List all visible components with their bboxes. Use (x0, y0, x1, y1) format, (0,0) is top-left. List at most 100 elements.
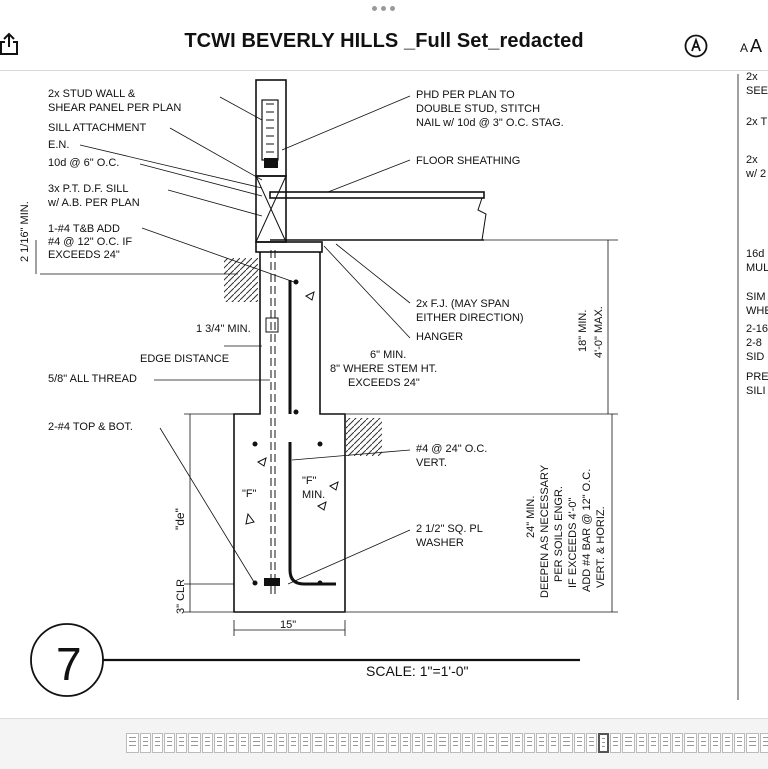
share-icon[interactable] (0, 32, 20, 56)
page-thumbnail[interactable] (202, 733, 213, 753)
page-thumbnail[interactable] (486, 733, 497, 753)
svg-text:EDGE DISTANCE: EDGE DISTANCE (140, 353, 229, 365)
svg-text:2x STUD WALL &: 2x STUD WALL & (48, 88, 136, 100)
svg-text:VERT. & HORIZ.: VERT. & HORIZ. (595, 506, 607, 588)
right-notes: PHD PER PLAN TO DOUBLE STUD, STITCH NAIL… (330, 89, 564, 549)
svg-text:2x: 2x (746, 71, 758, 83)
page-thumbnail[interactable] (512, 733, 523, 753)
text-size-small-a: A (740, 41, 748, 55)
stem-wall (233, 250, 346, 613)
page-thumbnail[interactable] (648, 733, 659, 753)
svg-text:2x F.J. (MAY SPAN: 2x F.J. (MAY SPAN (416, 298, 510, 310)
page-thumbnail[interactable] (560, 733, 573, 753)
dim-stem-2: 4'-0" MAX. (593, 306, 605, 358)
page-thumbnail[interactable] (388, 733, 399, 753)
page-thumbnail[interactable] (498, 733, 511, 753)
page-thumbnail[interactable] (362, 733, 373, 753)
svg-text:10d @ 6" O.C.: 10d @ 6" O.C. (48, 157, 119, 169)
svg-text:7: 7 (56, 638, 82, 690)
page-thumbnail[interactable] (350, 733, 361, 753)
page-thumbnail[interactable] (734, 733, 745, 753)
svg-text:24" MIN.: 24" MIN. (525, 496, 537, 538)
dim-f-left: "F" (242, 488, 257, 500)
svg-text:PER SOILS ENGR.: PER SOILS ENGR. (553, 486, 565, 582)
page-thumbnail[interactable] (474, 733, 485, 753)
svg-text:6" MIN.: 6" MIN. (370, 349, 406, 361)
page-thumbnail[interactable] (586, 733, 597, 753)
markup-pen-icon[interactable] (684, 34, 708, 58)
rim-joist (255, 175, 287, 243)
svg-text:SIM: SIM (746, 291, 766, 303)
page-thumbnail[interactable] (450, 733, 461, 753)
svg-text:WHE: WHE (746, 305, 768, 317)
svg-text:SEE: SEE (746, 85, 768, 97)
svg-text:EITHER DIRECTION): EITHER DIRECTION) (416, 312, 524, 324)
page-thumbnail[interactable] (462, 733, 473, 753)
page-thumbnail[interactable] (598, 733, 609, 753)
page-thumbnail[interactable] (610, 733, 621, 753)
page-thumbnail[interactable] (276, 733, 287, 753)
dim-de: "de" (173, 508, 187, 530)
page-thumbnail[interactable] (660, 733, 671, 753)
svg-text:PRE: PRE (746, 371, 768, 383)
svg-text:FLOOR SHEATHING: FLOOR SHEATHING (416, 155, 520, 167)
page-thumbnail[interactable] (238, 733, 249, 753)
svg-text:1-#4 T&B ADD: 1-#4 T&B ADD (48, 223, 120, 235)
window-grabber[interactable] (372, 6, 396, 12)
page-thumbnail[interactable] (574, 733, 585, 753)
svg-text:MUL: MUL (746, 262, 768, 274)
dim-clr: 3" CLR (175, 579, 187, 614)
page-thumbnail[interactable] (326, 733, 337, 753)
svg-text:HANGER: HANGER (416, 331, 463, 343)
svg-text:EXCEEDS 24": EXCEEDS 24" (348, 377, 420, 389)
page-thumbnail[interactable] (622, 733, 635, 753)
page-thumbnail[interactable] (524, 733, 535, 753)
page-thumbnail[interactable] (412, 733, 423, 753)
page-thumbnail[interactable] (536, 733, 547, 753)
dim-stem-1: 18" MIN. (577, 310, 589, 352)
sill-plate (255, 241, 323, 253)
page-thumbnail[interactable] (300, 733, 311, 753)
page-thumbnail[interactable] (698, 733, 709, 753)
page-thumbnail[interactable] (760, 733, 768, 753)
svg-text:2-8: 2-8 (746, 337, 762, 349)
page-thumbnail[interactable] (312, 733, 325, 753)
text-size-button[interactable]: A A (740, 34, 768, 58)
page-thumbnail[interactable] (548, 733, 559, 753)
svg-text:EXCEEDS 24": EXCEEDS 24" (48, 249, 120, 261)
page-thumbnail[interactable] (436, 733, 449, 753)
svg-text:VERT.: VERT. (416, 457, 447, 469)
page-thumbnail[interactable] (126, 733, 139, 753)
svg-text:SID: SID (746, 351, 764, 363)
page-thumbnail[interactable] (722, 733, 733, 753)
svg-text:ADD #4 BAR @ 12" O.C.: ADD #4 BAR @ 12" O.C. (581, 469, 593, 592)
soil-hatch-left (224, 258, 258, 302)
svg-text:16d: 16d (746, 248, 764, 260)
page-thumbnail[interactable] (288, 733, 299, 753)
page-thumbnail[interactable] (672, 733, 683, 753)
page-thumbnail[interactable] (176, 733, 187, 753)
left-notes: 2x STUD WALL & SHEAR PANEL PER PLAN SILL… (47, 88, 251, 433)
thumbnail-list (126, 733, 768, 755)
dim-f-min-1: "F" (302, 475, 317, 487)
page-thumbnail[interactable] (338, 733, 349, 753)
page-thumbnail[interactable] (140, 733, 151, 753)
page-thumbnail[interactable] (400, 733, 411, 753)
page-thumbnail[interactable] (152, 733, 163, 753)
page-thumbnail[interactable] (264, 733, 275, 753)
page-thumbnail[interactable] (710, 733, 721, 753)
page-thumbnail[interactable] (636, 733, 647, 753)
page-thumbnail[interactable] (164, 733, 175, 753)
page-thumbnail[interactable] (684, 733, 697, 753)
page-thumbnail[interactable] (424, 733, 435, 753)
page-thumbnail[interactable] (746, 733, 759, 753)
page-thumbnail[interactable] (374, 733, 387, 753)
stud-wall (255, 79, 287, 177)
page-thumbnail[interactable] (188, 733, 201, 753)
page-thumbnail[interactable] (214, 733, 225, 753)
document-title: TCWI BEVERLY HILLS _Full Set_redacted (184, 30, 584, 52)
footing-depth-note: 24" MIN. DEEPEN AS NECESSARY PER SOILS E… (525, 464, 607, 598)
svg-text:E.N.: E.N. (48, 139, 69, 151)
page-thumbnail[interactable] (226, 733, 237, 753)
page-thumbnail[interactable] (250, 733, 263, 753)
